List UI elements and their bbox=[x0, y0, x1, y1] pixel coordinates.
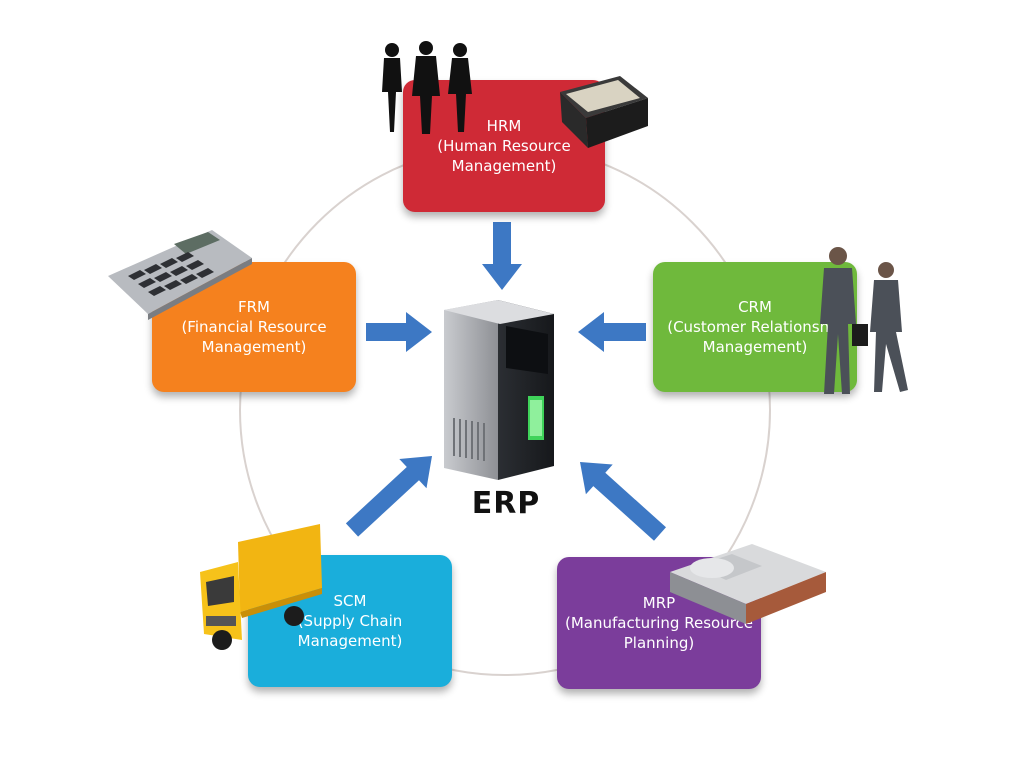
factory-building-icon bbox=[670, 544, 826, 624]
arrow-scm-to-erp bbox=[345, 456, 432, 537]
hrm-full-name: (Human Resource Management) bbox=[437, 137, 571, 175]
crm-full-name: (Customer Relationship Management) bbox=[667, 318, 843, 356]
arrow-hrm-to-erp bbox=[482, 222, 522, 290]
scm-full-name: (Supply Chain Management) bbox=[297, 612, 403, 650]
briefcase-icon bbox=[560, 76, 648, 148]
businessmen-icon bbox=[820, 247, 908, 394]
mrp-full-name: (Manufacturing Resource Planning) bbox=[564, 614, 754, 652]
mrp-abbr: MRP bbox=[642, 594, 676, 612]
people-silhouettes-icon bbox=[382, 41, 472, 134]
calculator-icon bbox=[108, 230, 252, 320]
truck-icon bbox=[200, 524, 322, 650]
frm-full-name: (Financial Resource Management) bbox=[181, 318, 327, 356]
hrm-abbr: HRM bbox=[486, 117, 522, 135]
scm-abbr: SCM bbox=[333, 592, 367, 610]
arrow-mrp-to-erp bbox=[580, 462, 666, 541]
crm-abbr: CRM bbox=[738, 298, 772, 316]
server-icon bbox=[444, 300, 554, 480]
frm-abbr: FRM bbox=[238, 298, 270, 316]
mrp-module: MRP (Manufacturing Resource Planning) bbox=[557, 557, 761, 689]
arrow-crm-to-erp bbox=[578, 312, 646, 352]
arrow-frm-to-erp bbox=[366, 312, 432, 352]
erp-center-label: ERP bbox=[471, 486, 541, 521]
